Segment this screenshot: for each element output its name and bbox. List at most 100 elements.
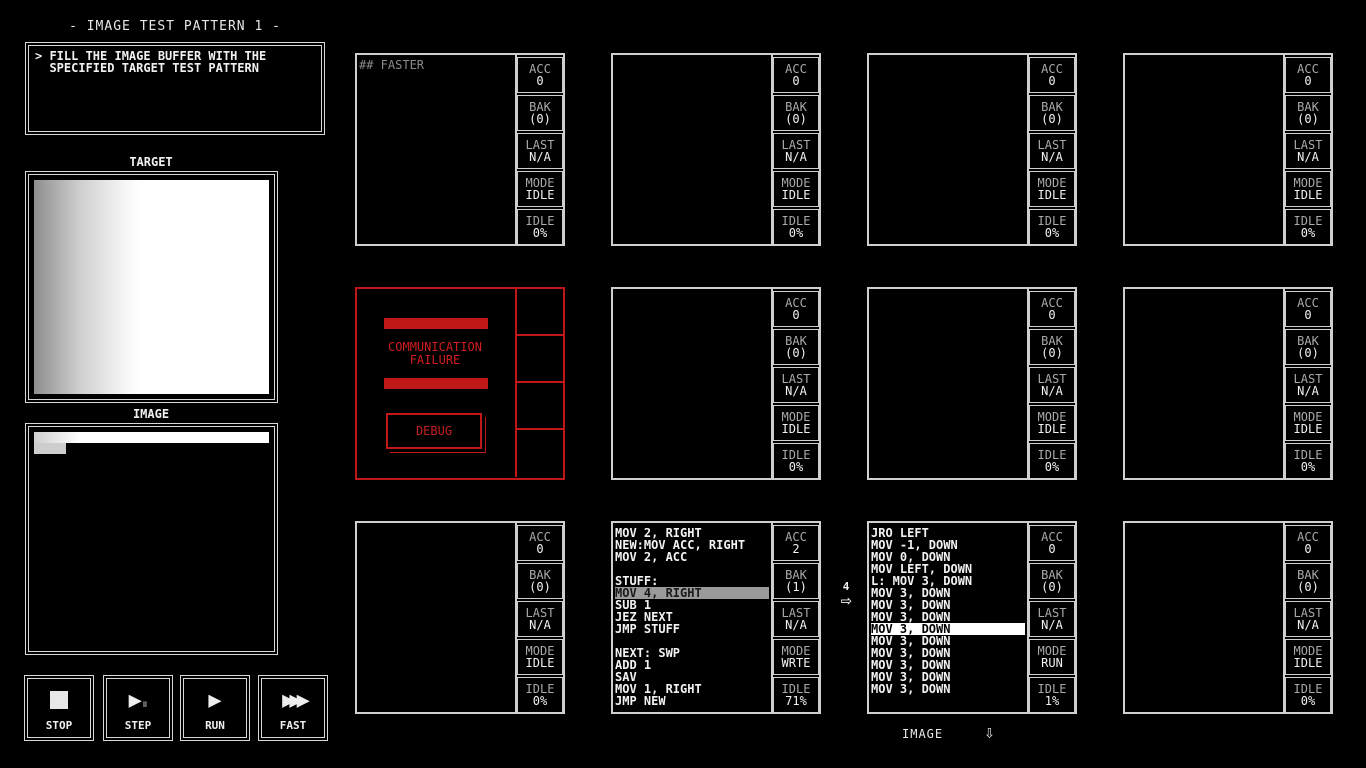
register-bak: BAK(0) xyxy=(1285,329,1331,365)
stop-button[interactable]: STOP xyxy=(27,678,91,738)
image-output-panel xyxy=(28,426,275,652)
image-output-port-label: IMAGE xyxy=(902,727,944,741)
code-line: NEW:MOV ACC, RIGHT xyxy=(615,538,746,552)
register-value: 0 xyxy=(792,308,800,322)
error-bar-top xyxy=(384,318,488,329)
code-editor[interactable] xyxy=(1125,523,1285,712)
register-value: 0 xyxy=(1304,74,1312,88)
code-line: JEZ NEXT xyxy=(615,610,673,624)
register-value: N/A xyxy=(529,150,551,164)
code-line: MOV 3, DOWN xyxy=(871,586,951,600)
code-line: SAV xyxy=(615,670,637,684)
corrupt-cell xyxy=(515,383,563,430)
code-line: MOV 2, ACC xyxy=(615,550,688,564)
error-bar-bottom xyxy=(384,378,488,389)
register-value: (0) xyxy=(785,112,807,126)
fast-button[interactable]: ▶▶▶ FAST xyxy=(261,678,325,738)
code-editor[interactable] xyxy=(869,289,1029,478)
run-label: RUN xyxy=(205,719,225,732)
code-line: MOV 3, DOWN xyxy=(871,658,951,672)
register-name: BAK xyxy=(1297,334,1319,348)
register-bak: BAK(0) xyxy=(517,95,563,131)
register-value: N/A xyxy=(785,618,807,632)
register-name: BAK xyxy=(1041,100,1063,114)
code-editor[interactable] xyxy=(613,55,773,244)
code-line-active: MOV 4, RIGHT xyxy=(615,587,769,599)
register-value: 0 xyxy=(1048,308,1056,322)
code-line: MOV 3, DOWN xyxy=(871,598,951,612)
target-pattern xyxy=(34,180,269,394)
register-value: (1) xyxy=(785,580,807,594)
code-line: ADD 1 xyxy=(615,658,652,672)
register-value: 0 xyxy=(792,74,800,88)
code-editor[interactable] xyxy=(869,55,1029,244)
register-name: MODE xyxy=(1037,176,1067,190)
register-name: IDLE xyxy=(781,682,811,696)
register-name: BAK xyxy=(1297,568,1319,582)
register-name: MODE xyxy=(1293,410,1323,424)
register-value: WRTE xyxy=(781,656,811,670)
run-button[interactable]: ▶ RUN xyxy=(183,678,247,738)
register-value: N/A xyxy=(1297,384,1319,398)
step-button[interactable]: ▶॥ STEP xyxy=(106,678,170,738)
register-name: IDLE xyxy=(1293,214,1323,228)
corrupted-node: COMMUNICATION FAILURE DEBUG xyxy=(355,287,565,480)
register-value: N/A xyxy=(785,150,807,164)
register-name: LAST xyxy=(781,606,811,620)
register-name: IDLE xyxy=(1037,448,1067,462)
register-name: BAK xyxy=(785,334,807,348)
code-line: NEXT: SWP xyxy=(615,646,681,660)
register-name: IDLE xyxy=(781,214,811,228)
debug-button[interactable]: DEBUG xyxy=(386,413,482,449)
register-bak: BAK(1) xyxy=(773,563,819,599)
stop-icon xyxy=(50,691,68,709)
code-line: JMP NEW xyxy=(615,694,666,708)
register-name: LAST xyxy=(525,606,555,620)
code-editor[interactable] xyxy=(613,289,773,478)
register-bak: BAK(0) xyxy=(1029,563,1075,599)
play-icon: ▶ xyxy=(208,688,222,713)
register-value: (0) xyxy=(1041,580,1063,594)
register-value: N/A xyxy=(529,618,551,632)
register-value: (0) xyxy=(529,112,551,126)
code-line: L: MOV 3, DOWN xyxy=(871,574,973,588)
code-editor[interactable] xyxy=(1125,55,1285,244)
register-name: ACC xyxy=(529,62,551,76)
image-label: IMAGE xyxy=(132,407,170,421)
code-editor[interactable] xyxy=(1125,289,1285,478)
register-name: LAST xyxy=(1037,372,1067,386)
register-value: 0 xyxy=(1048,74,1056,88)
register-bak: BAK(0) xyxy=(1285,563,1331,599)
register-value: 0 xyxy=(1304,542,1312,556)
corrupt-cell xyxy=(515,289,563,336)
code-editor[interactable] xyxy=(357,523,517,712)
register-name: IDLE xyxy=(525,682,555,696)
corrupt-cell xyxy=(515,430,563,477)
code-editor[interactable]: ## FASTER xyxy=(357,55,517,244)
register-value: 0% xyxy=(1300,694,1316,708)
